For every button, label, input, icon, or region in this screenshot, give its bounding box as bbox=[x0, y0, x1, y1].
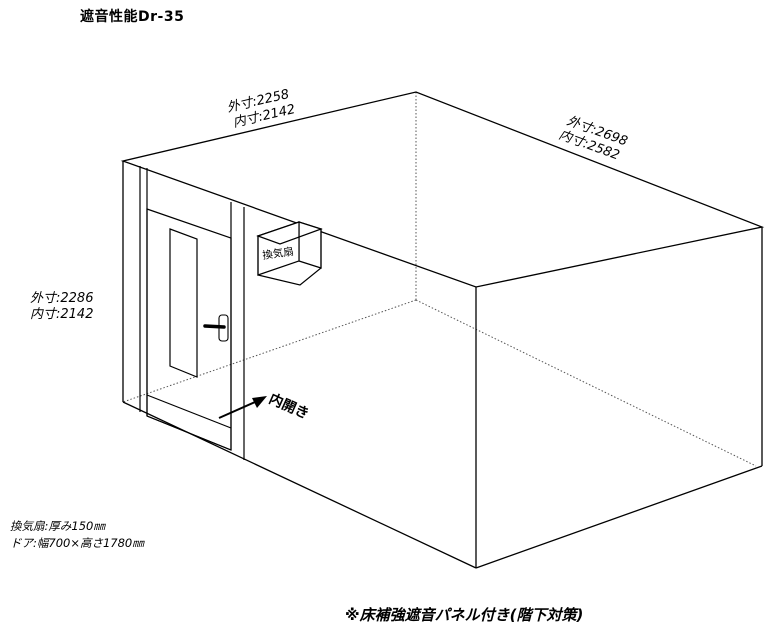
ventilation-fan bbox=[256, 221, 323, 286]
door-size-note: ドア:幅700×高さ1780㎜ bbox=[10, 536, 144, 550]
wall-panel-frame bbox=[139, 166, 245, 460]
hidden-floor-edge-right bbox=[415, 299, 757, 467]
arrow-shaft bbox=[218, 401, 256, 419]
arrow-head bbox=[252, 396, 267, 408]
door-opening-arrow bbox=[218, 396, 267, 419]
door-outline bbox=[146, 208, 232, 451]
door-opening-label: 内開き bbox=[266, 390, 311, 423]
fan-thickness-note: 換気扇:厚み150㎜ bbox=[10, 519, 105, 533]
height-inner-dimension: 内寸:2142 bbox=[30, 307, 93, 322]
room-top-face bbox=[120, 91, 765, 288]
door-handle-lever bbox=[203, 324, 226, 329]
door bbox=[146, 208, 232, 451]
floor-panel-note: ※床補強遮音パネル付き(階下対策) bbox=[345, 606, 584, 624]
door-window bbox=[169, 228, 198, 378]
hidden-edges bbox=[122, 92, 757, 467]
room-box bbox=[120, 91, 765, 569]
fan-outline bbox=[257, 228, 322, 286]
width-dimension: 外寸:2258 内寸:2142 bbox=[226, 87, 297, 131]
hidden-floor-edge-left bbox=[122, 299, 417, 403]
diagram-title: 遮音性能Dr-35 bbox=[80, 9, 185, 25]
spec-notes: 換気扇:厚み150㎜ ドア:幅700×高さ1780㎜ bbox=[10, 518, 144, 552]
height-dimension: 外寸:2286 内寸:2142 bbox=[30, 291, 93, 322]
depth-dimension: 外寸:2698 内寸:2582 bbox=[557, 114, 630, 164]
door-handle bbox=[203, 314, 229, 342]
ventilation-fan-label: 換気扇 bbox=[262, 245, 295, 262]
fan-side-face bbox=[298, 221, 322, 269]
door-threshold bbox=[146, 394, 232, 429]
right-bottom-edge bbox=[475, 465, 763, 569]
front-bottom-edge bbox=[122, 401, 477, 569]
height-outer-dimension: 外寸:2286 bbox=[30, 291, 93, 306]
